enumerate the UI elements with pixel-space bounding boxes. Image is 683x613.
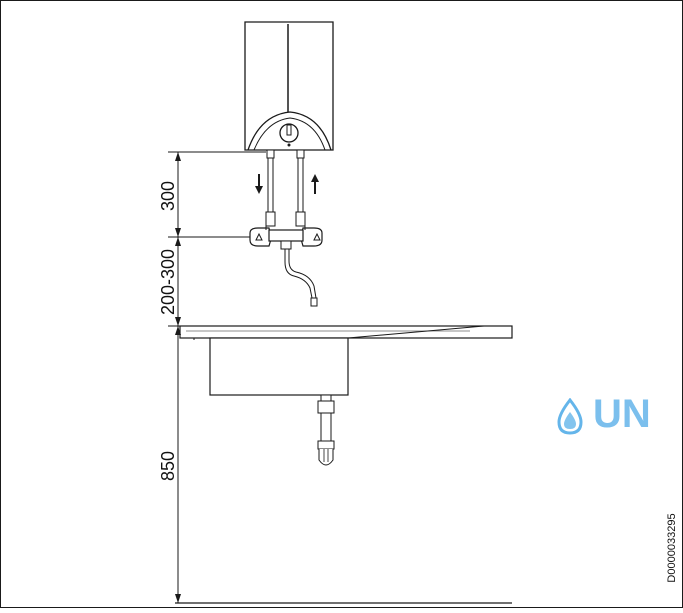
drain-trap bbox=[317, 394, 335, 466]
dimension-label-200-300: 200-300 bbox=[158, 249, 178, 315]
countertop bbox=[179, 325, 513, 339]
water-drop-icon bbox=[557, 398, 583, 435]
water-heater bbox=[244, 21, 334, 151]
up-arrow-icon bbox=[311, 174, 319, 194]
dimension-line bbox=[175, 152, 181, 603]
connection-pipes bbox=[265, 149, 306, 227]
document-code: D0000033295 bbox=[666, 513, 678, 582]
faucet-spout bbox=[284, 249, 318, 307]
sink-basin bbox=[193, 337, 349, 396]
down-arrow-icon bbox=[255, 174, 263, 194]
dimension-label-850: 850 bbox=[158, 451, 178, 481]
dimension-label-300: 300 bbox=[158, 181, 178, 211]
temperature-knob-icon bbox=[279, 123, 299, 147]
watermark-text: UN bbox=[593, 392, 651, 436]
mixer-fitting bbox=[249, 226, 323, 250]
